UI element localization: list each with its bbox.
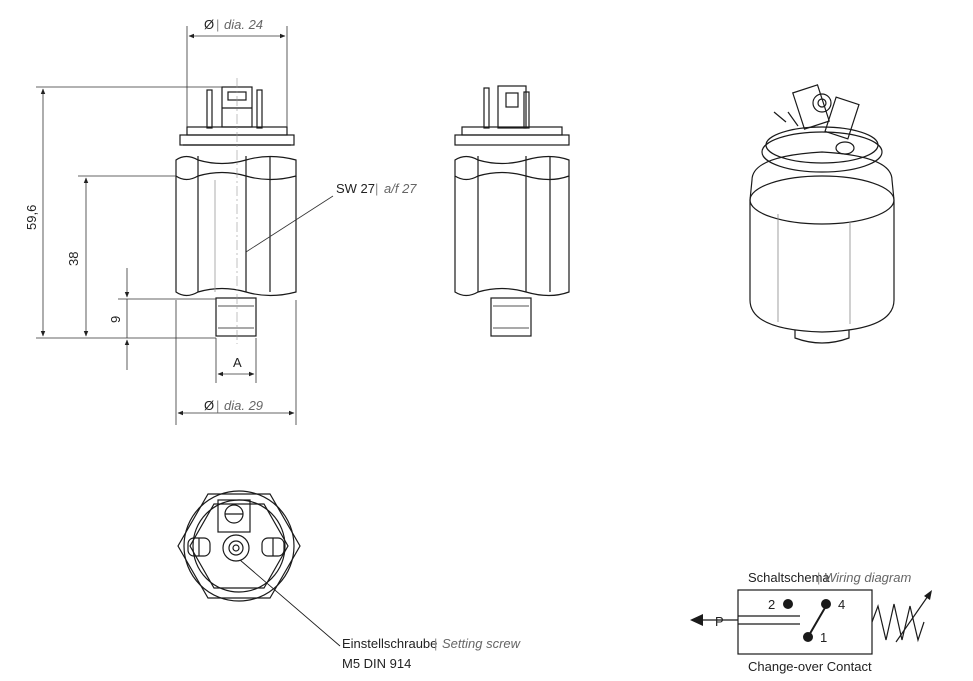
total-height-label: 59,6	[24, 205, 39, 230]
wiring-title-main: Schaltschema	[748, 570, 830, 585]
dimension-lines	[36, 26, 334, 425]
adjust-arrow-icon	[924, 590, 932, 600]
pressure-label: P	[715, 614, 724, 629]
setting-screw-spec: M5 DIN 914	[342, 656, 411, 671]
bottom-diameter-symbol: Ø	[204, 398, 214, 413]
setting-screw-label: Einstellschraube | Setting screw M5 DIN …	[342, 636, 522, 671]
setting-screw-separator: |	[434, 636, 437, 651]
terminal-4-dot	[821, 599, 831, 609]
front-view	[175, 78, 297, 344]
setting-screw-alt: Setting screw	[442, 636, 522, 651]
thread-length-label: 9	[108, 316, 123, 323]
top-diameter-symbol: Ø	[204, 17, 214, 32]
terminal-1-label: 1	[820, 630, 827, 645]
setting-screw-main: Einstellschraube	[342, 636, 437, 651]
side-view	[454, 85, 570, 337]
wiring-title-alt: Wiring diagram	[824, 570, 911, 585]
bottom-diameter-separator: |	[216, 398, 219, 413]
bottom-diameter-label: dia. 29	[224, 398, 263, 413]
wrench-size-separator: |	[375, 181, 378, 196]
wiring-title-separator: |	[817, 570, 820, 585]
terminal-1-dot	[803, 632, 813, 642]
terminal-2-label: 2	[768, 597, 775, 612]
top-diameter-label: dia. 24	[224, 17, 263, 32]
body-height-label: 38	[66, 252, 81, 266]
wrench-size-main: SW 27	[336, 181, 375, 196]
top-diameter-separator: |	[216, 17, 219, 32]
terminal-2-dot	[783, 599, 793, 609]
dimension-texts: Ø | dia. 24 Ø | dia. 29 A 59,6 38 9 SW 2…	[24, 17, 417, 413]
wrench-size-alt: a/f 27	[384, 181, 417, 196]
top-view	[177, 490, 341, 647]
wiring-caption: Change-over Contact	[748, 659, 872, 674]
pressure-arrow-icon	[690, 614, 703, 626]
wiring-diagram: Schaltschema | Wiring diagram 2 4 1 P Ch…	[690, 570, 932, 674]
terminal-4-label: 4	[838, 597, 845, 612]
perspective-view	[749, 84, 895, 344]
thread-label: A	[233, 355, 242, 370]
